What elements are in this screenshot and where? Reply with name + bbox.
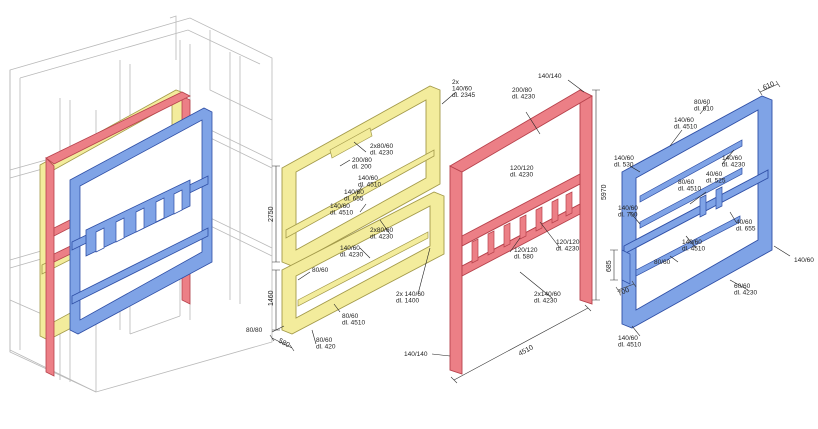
yellow-dim-580: 580 xyxy=(277,338,291,350)
blue-dim-610: 610 xyxy=(762,81,776,92)
leader-lines xyxy=(271,79,791,357)
yellow-label-12: 80/80 xyxy=(246,327,263,334)
dimension-lines xyxy=(269,80,781,384)
red-dim-5970: 5970 xyxy=(601,184,608,200)
red-label-7: 140/140 xyxy=(404,351,428,358)
blue-dim-685: 685 xyxy=(606,260,613,272)
blue-frame xyxy=(621,95,773,329)
assembled-frames xyxy=(39,89,213,377)
yellow-dim-2750: 2750 xyxy=(268,206,275,222)
ladder-assembled xyxy=(85,179,191,257)
yellow-frame xyxy=(281,85,445,335)
red-frame xyxy=(449,89,593,375)
blue-dim-700: 700 xyxy=(617,287,631,298)
yellow-dim-1460: 1460 xyxy=(268,290,275,306)
blue-label-10: 80/60 xyxy=(654,259,671,266)
red-dim-4510: 4510 xyxy=(518,344,535,358)
red-label-1: 140/140 xyxy=(538,73,562,80)
blue-label-11: 140/60 xyxy=(794,257,814,264)
yellow-label-9: 80/60 xyxy=(312,267,329,274)
